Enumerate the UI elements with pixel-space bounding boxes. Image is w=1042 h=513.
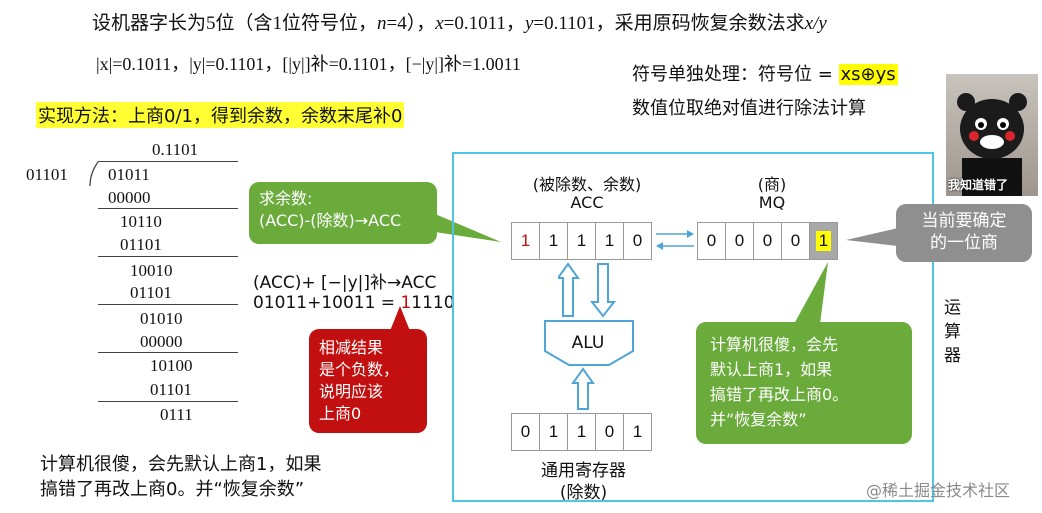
- current-callout-line-2: 的一位商: [930, 233, 998, 253]
- acc-formula-line-1: (ACC)+ [−|y|]补→ACC: [253, 273, 437, 293]
- bottom-note-line-2: 搞错了再改上商0。并“恢复余数”: [40, 479, 305, 500]
- current-quotient-bit: 1: [815, 231, 832, 251]
- mq-caption-role: (商): [757, 175, 787, 194]
- register-caption-role: (除数): [559, 483, 608, 503]
- mq-bit-2: 0: [725, 222, 754, 260]
- arithmetic-unit-frame: [452, 152, 934, 502]
- division-row-4: 01101: [120, 235, 162, 254]
- side-label-char-2: 算: [944, 322, 961, 342]
- register-caption: 通用寄存器: [541, 461, 626, 481]
- alu-shape: [544, 320, 634, 366]
- division-rule-1: [98, 208, 238, 209]
- default-quotient-pointer: [794, 262, 828, 324]
- mq-bit-3: 0: [753, 222, 782, 260]
- division-row-6: 01101: [130, 283, 172, 302]
- register-bit-3: 1: [567, 413, 596, 451]
- acc-bit-4: 1: [595, 222, 624, 260]
- negative-result-callout: 相减结果 是个负数， 说明应该 上商0: [309, 329, 427, 433]
- magnitude-rule: 数值位取绝对值进行除法计算: [632, 98, 866, 119]
- bottom-note: 计算机很傻，会先默认上商1，如果 搞错了再改上商0。并“恢复余数”: [40, 452, 321, 502]
- division-rule-3: [98, 304, 238, 305]
- remainder-callout-pointer: [435, 214, 501, 242]
- division-row-3: 10110: [120, 212, 162, 231]
- negative-callout-line-2: 是个负数，: [319, 360, 400, 379]
- division-rule-4: [98, 352, 238, 353]
- division-row-10: 01101: [150, 380, 192, 399]
- default-quotient-callout: 计算机很傻，会先 默认上商1，如果 搞错了再改上商0。 并“恢复余数”: [696, 322, 912, 444]
- arithmetic-unit-label: 运 算 器: [944, 296, 964, 368]
- negative-callout-line-4: 上商0: [319, 404, 362, 423]
- division-rule-5: [98, 401, 238, 402]
- default-callout-line-4: 并“恢复余数”: [710, 410, 807, 429]
- acc-formula-line-2: 01011+10011 = 11110: [253, 293, 455, 313]
- sign-xor-formula: xs⊕ys: [838, 64, 898, 85]
- watermark: @稀土掘金技术社区: [866, 481, 1011, 500]
- current-quotient-pointer: [846, 228, 898, 246]
- sign-rule: 符号单独处理：符号位 = xs⊕ys: [632, 64, 898, 85]
- bottom-note-line-1: 计算机很傻，会先默认上商1，如果: [40, 454, 322, 475]
- division-remainder: 0111: [160, 405, 193, 424]
- acc-bit-1: 1: [511, 222, 540, 260]
- alu-label: ALU: [571, 333, 605, 353]
- division-row-2: 00000: [108, 188, 151, 207]
- quotient: 0.1101: [152, 140, 199, 159]
- meme-caption: 我知道错了: [948, 178, 1009, 192]
- mq-bit-4: 0: [781, 222, 810, 260]
- division-row-7: 01010: [140, 309, 183, 328]
- acc-mq-shift-arrows: [656, 230, 694, 250]
- register-bit-1: 0: [511, 413, 540, 451]
- remainder-callout: 求余数: (ACC)-(除数)→ACC: [249, 182, 437, 244]
- division-row-9: 10100: [150, 356, 193, 375]
- default-callout-line-2: 默认上商1，如果: [710, 360, 833, 379]
- acc-caption: ACC: [570, 193, 604, 212]
- current-callout-line-1: 当前要确定: [921, 211, 1007, 231]
- register-bit-5: 1: [623, 413, 652, 451]
- division-bracket: [89, 161, 99, 187]
- side-label-char-3: 器: [944, 346, 961, 366]
- acc-bit-3: 1: [567, 222, 596, 260]
- current-quotient-callout: 当前要确定 的一位商: [896, 204, 1032, 262]
- division-row-1: 01011: [108, 165, 150, 184]
- side-label-char-1: 运: [944, 298, 961, 318]
- division-bar: [98, 161, 238, 162]
- method-highlight: 实现方法：上商0/1，得到余数，余数末尾补0: [36, 102, 405, 128]
- mq-bit-1: 0: [697, 222, 726, 260]
- division-row-5: 10010: [130, 261, 173, 280]
- remainder-callout-line-1: 求余数:: [259, 189, 313, 208]
- mq-bit-5-current: 1: [809, 222, 838, 260]
- acc-caption-role: (被除数、余数): [532, 175, 642, 194]
- negative-callout-line-1: 相减结果: [319, 338, 384, 357]
- register-alu-arrow: [571, 367, 595, 410]
- acc-bit-2: 1: [539, 222, 568, 260]
- absolute-values: |x|=0.1011，|y|=0.1101，[|y|]补=0.1101，[−|y…: [96, 54, 521, 74]
- negative-callout-pointer: [390, 306, 410, 331]
- negative-callout-line-3: 说明应该: [319, 382, 384, 401]
- problem-statement: 设机器字长为5位（含1位符号位，n=4），x=0.1011，y=0.1101，采…: [92, 13, 827, 34]
- mq-caption: MQ: [758, 193, 786, 212]
- meme-image: 我知道错了: [946, 74, 1038, 196]
- register-bit-4: 0: [595, 413, 624, 451]
- default-callout-line-3: 搞错了再改上商0。: [710, 385, 849, 404]
- division-rule-2: [98, 256, 238, 257]
- acc-bit-5: 0: [623, 222, 652, 260]
- default-callout-line-1: 计算机很傻，会先: [710, 335, 839, 354]
- acc-alu-data-arrows: [558, 262, 617, 318]
- division-row-8: 00000: [140, 332, 183, 351]
- register-bit-2: 1: [539, 413, 568, 451]
- divisor: 01101: [26, 165, 68, 184]
- bear-mascot-icon: [957, 93, 1027, 196]
- remainder-callout-line-2: (ACC)-(除数)→ACC: [259, 211, 402, 230]
